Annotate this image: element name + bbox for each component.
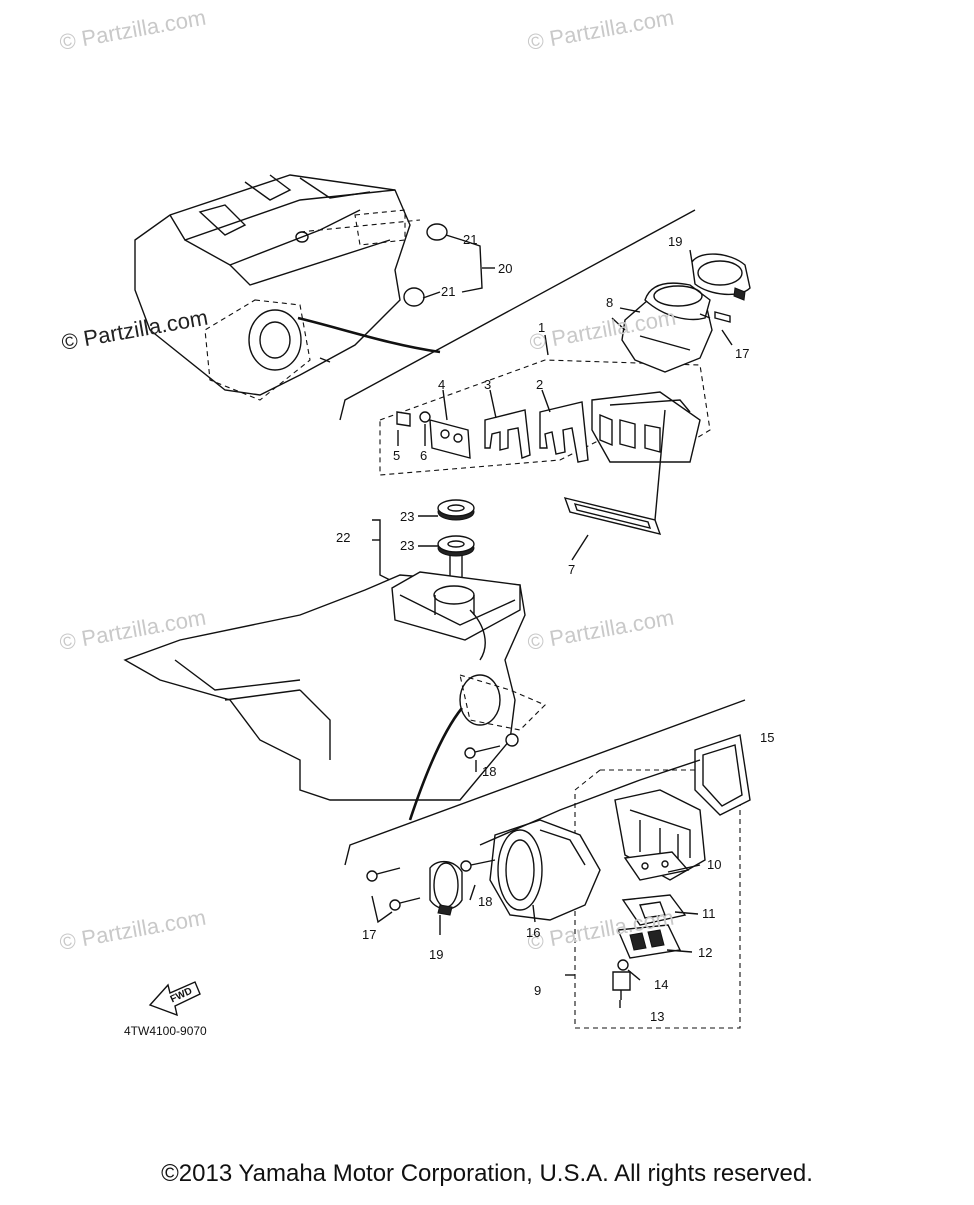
callout-23: 23 [400, 538, 415, 553]
callout-11: 11 [702, 906, 716, 921]
leader-lines [397, 317, 701, 1008]
callout-19: 19 [668, 234, 683, 249]
callout-14: 14 [654, 977, 669, 992]
cap-drawing [372, 499, 475, 595]
callout-21: 21 [441, 284, 456, 299]
callout-3: 3 [484, 377, 492, 392]
callout-5: 5 [393, 448, 401, 463]
callout-10: 10 [707, 857, 722, 872]
callout-2: 2 [536, 377, 544, 392]
callout-4: 4 [438, 377, 446, 392]
callout-7: 7 [568, 562, 576, 577]
diagram-code: 4TW4100-9070 [124, 1024, 207, 1038]
callout-12: 12 [698, 945, 713, 960]
fwd-arrow-icon [148, 981, 201, 1017]
callout-18: 18 [482, 764, 497, 779]
callout-9: 9 [534, 983, 542, 998]
callout-6: 6 [420, 448, 428, 463]
callout-16: 16 [526, 925, 541, 940]
callout-18: 18 [478, 894, 493, 909]
callout-1: 1 [538, 320, 546, 335]
lower-manifold-drawing [366, 759, 701, 935]
callout-17: 17 [735, 346, 750, 361]
intake-manifold-drawing [544, 249, 751, 373]
gasket-7-drawing [563, 409, 666, 561]
callout-13: 13 [650, 1009, 665, 1024]
fuel-tank-drawing [123, 571, 546, 821]
callout-15: 15 [760, 730, 775, 745]
air-box-drawing [134, 174, 441, 401]
callout-20: 20 [498, 261, 513, 276]
reed-valve-group-9 [565, 734, 751, 1029]
callout-8: 8 [606, 295, 614, 310]
grommet-drawing [403, 223, 495, 307]
callout-21: 21 [463, 232, 478, 247]
copyright-notice: ©2013 Yamaha Motor Corporation, U.S.A. A… [161, 1160, 813, 1187]
callout-23: 23 [400, 509, 415, 524]
callout-17: 17 [362, 927, 377, 942]
callout-19: 19 [429, 947, 444, 962]
reed-valve-group-1 [379, 359, 711, 476]
callout-22: 22 [336, 530, 351, 545]
